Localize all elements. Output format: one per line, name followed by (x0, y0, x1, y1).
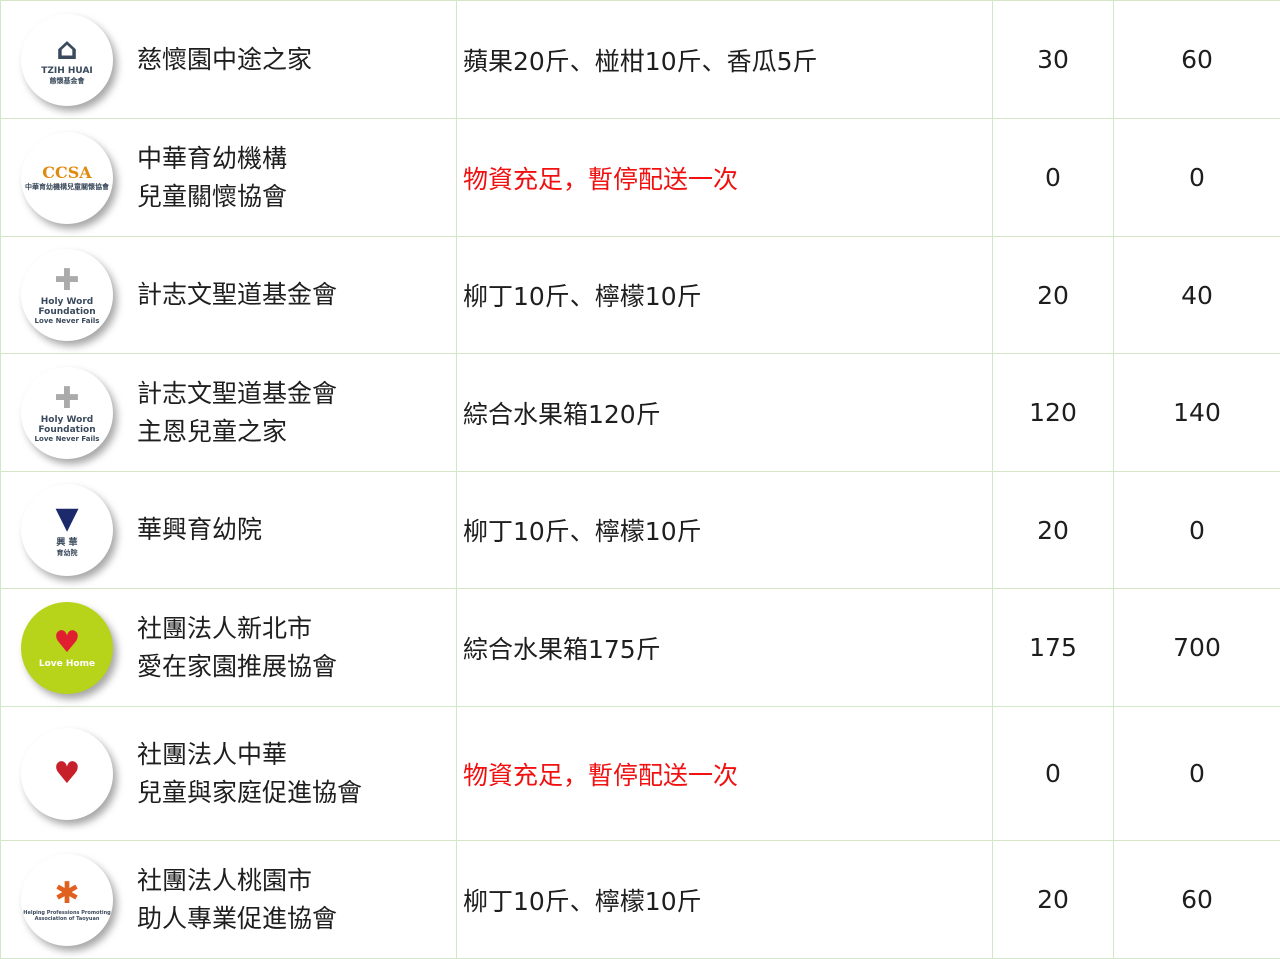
cross-icon: ✚ (54, 383, 79, 415)
items-cell: 綜合水果箱175斤 (457, 589, 993, 707)
quantity-cell: 20 (993, 841, 1114, 959)
quantity-cell: 0 (993, 119, 1114, 237)
items-cell: 物資充足，暫停配送一次 (457, 707, 993, 841)
logo-text: CCSA (42, 163, 91, 182)
cross-icon: ✚ (54, 265, 79, 297)
items-cell: 綜合水果箱120斤 (457, 354, 993, 472)
quantity-cell: 30 (993, 1, 1114, 119)
org-logo: ✚ Holy Word Foundation Love Never Fails (21, 367, 113, 459)
org-name-line: 中華育幼機構 (137, 140, 287, 178)
table-row: ⌂ TZIH HUAI 慈懷基金會 慈懷園中途之家 蘋果20斤、椪柑10斤、香瓜… (1, 1, 1280, 119)
org-name: 計志文聖道基金會主恩兒童之家 (137, 375, 337, 451)
count-cell: 0 (1114, 472, 1280, 589)
org-name-line: 兒童關懷協會 (137, 178, 287, 216)
logo-text: 興 華 (56, 535, 77, 548)
org-name-line: 助人專業促進協會 (137, 900, 337, 938)
logo-text: Helping Professions Promoting Associatio… (21, 910, 113, 922)
count-cell: 60 (1114, 1, 1280, 119)
org-cell: ✱ Helping Professions Promoting Associat… (1, 841, 457, 959)
logo-subtext: Love Never Fails (35, 317, 100, 325)
count-cell: 0 (1114, 119, 1280, 237)
org-logo: ⌂ TZIH HUAI 慈懷基金會 (21, 14, 113, 106)
org-logo: ♥ (21, 728, 113, 820)
table-row: ✚ Holy Word Foundation Love Never Fails … (1, 354, 1280, 472)
table-row: ♥ Love Home 社團法人新北市愛在家園推展協會 綜合水果箱175斤 17… (1, 589, 1280, 707)
logo-subtext: 慈懷基金會 (50, 76, 85, 86)
org-logo: CCSA 中華育幼機構兒童關懷協會 (21, 132, 113, 224)
count-cell: 700 (1114, 589, 1280, 707)
org-cell: ♥ 社團法人中華兒童與家庭促進協會 (1, 707, 457, 841)
org-name: 慈懷園中途之家 (137, 41, 312, 79)
people-icon: ✱ (54, 878, 79, 910)
org-name: 中華育幼機構兒童關懷協會 (137, 140, 287, 216)
org-name: 社團法人中華兒童與家庭促進協會 (137, 736, 362, 812)
quantity-cell: 20 (993, 237, 1114, 354)
count-cell: 140 (1114, 354, 1280, 472)
org-name-line: 愛在家園推展協會 (137, 648, 337, 686)
triangle-badge-icon: ▼ (55, 503, 78, 535)
org-logo: ✱ Helping Professions Promoting Associat… (21, 854, 113, 946)
org-name-line: 計志文聖道基金會 (137, 375, 337, 413)
org-cell: CCSA 中華育幼機構兒童關懷協會 中華育幼機構兒童關懷協會 (1, 119, 457, 237)
org-cell: ✚ Holy Word Foundation Love Never Fails … (1, 354, 457, 472)
logo-text: Love Home (39, 659, 95, 669)
org-name-line: 社團法人桃園市 (137, 862, 337, 900)
items-cell: 柳丁10斤、檸檬10斤 (457, 841, 993, 959)
org-name-line: 華興育幼院 (137, 511, 262, 549)
org-name: 社團法人新北市愛在家園推展協會 (137, 610, 337, 686)
table-row: ▼ 興 華 育幼院 華興育幼院 柳丁10斤、檸檬10斤 20 0 (1, 472, 1280, 589)
org-cell: ⌂ TZIH HUAI 慈懷基金會 慈懷園中途之家 (1, 1, 457, 119)
org-logo: ✚ Holy Word Foundation Love Never Fails (21, 249, 113, 341)
org-name: 華興育幼院 (137, 511, 262, 549)
house-tree-icon: ⌂ (56, 34, 77, 66)
org-logo: ▼ 興 華 育幼院 (21, 484, 113, 576)
quantity-cell: 0 (993, 707, 1114, 841)
items-cell: 蘋果20斤、椪柑10斤、香瓜5斤 (457, 1, 993, 119)
items-cell: 柳丁10斤、檸檬10斤 (457, 472, 993, 589)
org-name-line: 計志文聖道基金會 (137, 276, 337, 314)
logo-text: Holy Word Foundation (21, 415, 113, 435)
logo-text: TZIH HUAI (41, 66, 93, 76)
items-cell: 柳丁10斤、檸檬10斤 (457, 237, 993, 354)
org-cell: ♥ Love Home 社團法人新北市愛在家園推展協會 (1, 589, 457, 707)
table-row: ♥ 社團法人中華兒童與家庭促進協會 物資充足，暫停配送一次 0 0 (1, 707, 1280, 841)
logo-subtext: 中華育幼機構兒童關懷協會 (25, 182, 109, 192)
heart-house-icon: ♥ (54, 758, 81, 790)
table-row: CCSA 中華育幼機構兒童關懷協會 中華育幼機構兒童關懷協會 物資充足，暫停配送… (1, 119, 1280, 237)
org-name: 社團法人桃園市助人專業促進協會 (137, 862, 337, 938)
items-cell: 物資充足，暫停配送一次 (457, 119, 993, 237)
org-name-line: 兒童與家庭促進協會 (137, 774, 362, 812)
heart-house-icon: ♥ (54, 627, 81, 659)
quantity-cell: 175 (993, 589, 1114, 707)
count-cell: 40 (1114, 237, 1280, 354)
org-logo: ♥ Love Home (21, 602, 113, 694)
org-name-line: 社團法人新北市 (137, 610, 337, 648)
table-row: ✱ Helping Professions Promoting Associat… (1, 841, 1280, 959)
quantity-cell: 20 (993, 472, 1114, 589)
count-cell: 60 (1114, 841, 1280, 959)
count-cell: 0 (1114, 707, 1280, 841)
org-name: 計志文聖道基金會 (137, 276, 337, 314)
table-row: ✚ Holy Word Foundation Love Never Fails … (1, 237, 1280, 354)
org-cell: ▼ 興 華 育幼院 華興育幼院 (1, 472, 457, 589)
org-cell: ✚ Holy Word Foundation Love Never Fails … (1, 237, 457, 354)
quantity-cell: 120 (993, 354, 1114, 472)
org-name-line: 主恩兒童之家 (137, 413, 337, 451)
logo-subtext: Love Never Fails (35, 435, 100, 443)
logo-text: Holy Word Foundation (21, 297, 113, 317)
logo-subtext: 育幼院 (57, 548, 78, 558)
org-name-line: 慈懷園中途之家 (137, 41, 312, 79)
org-name-line: 社團法人中華 (137, 736, 362, 774)
